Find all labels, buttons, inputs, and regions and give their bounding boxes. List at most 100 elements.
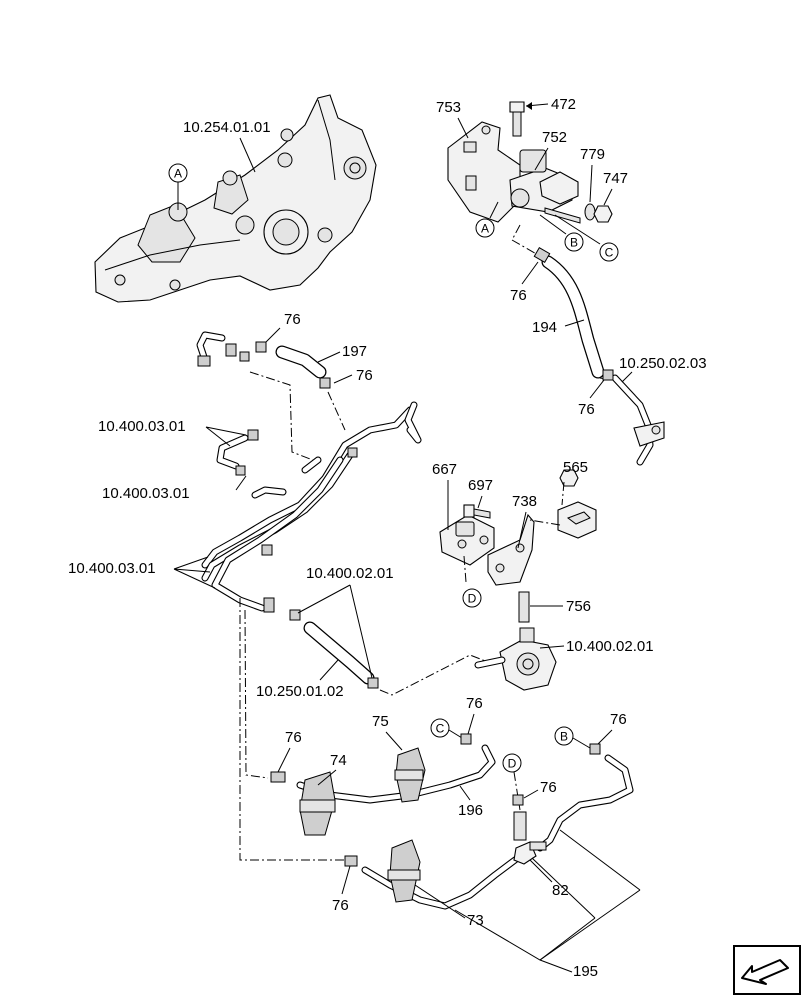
callout-d2: D xyxy=(508,757,517,771)
callout-c1-circle xyxy=(599,242,619,262)
leader-195-b xyxy=(539,889,641,961)
label-part-76-c: 76 xyxy=(284,311,301,328)
label-part-76-g: 76 xyxy=(610,711,627,728)
arrow-472 xyxy=(526,102,532,110)
callout-c2: C xyxy=(436,722,445,736)
label-part-756: 756 xyxy=(566,598,591,615)
leader-76-h xyxy=(523,789,539,799)
label-part-82: 82 xyxy=(552,882,569,899)
label-part-76-h: 76 xyxy=(540,779,557,796)
label-part-76-d: 76 xyxy=(356,367,373,384)
label-part-197: 197 xyxy=(342,343,367,360)
label-part-752: 752 xyxy=(542,129,567,146)
label-ref-10-254-01-01: 10.254.01.01 xyxy=(183,119,271,136)
label-part-76-e: 76 xyxy=(285,729,302,746)
nut-747 xyxy=(593,205,613,223)
pipe-bundle xyxy=(201,401,422,613)
clamp-76-g xyxy=(589,743,601,755)
clamp-76-e xyxy=(270,771,286,783)
leader-195-d xyxy=(531,857,596,919)
leader-75 xyxy=(385,731,403,751)
label-ref-10-400-02-01-a: 10.400.02.01 xyxy=(306,565,394,582)
label-part-565: 565 xyxy=(563,459,588,476)
label-part-196: 196 xyxy=(458,802,483,819)
callout-a2-circle xyxy=(475,218,495,238)
leader-195-c xyxy=(559,829,641,891)
plate-738 xyxy=(487,513,535,586)
callout-b1-circle xyxy=(564,232,584,252)
label-part-76-i: 76 xyxy=(332,897,349,914)
label-part-74: 74 xyxy=(330,752,347,769)
leader-76-e xyxy=(277,747,291,773)
clip-74 xyxy=(299,771,336,836)
leader-752 xyxy=(534,147,549,171)
page-arrow-icon[interactable] xyxy=(733,945,801,995)
pipe-bracket xyxy=(633,421,665,447)
bolt-697 xyxy=(463,504,491,519)
leader-76-d xyxy=(333,374,353,384)
leader-738 xyxy=(517,511,527,549)
label-part-76-f: 76 xyxy=(466,695,483,712)
leader-10-250-02-03 xyxy=(621,371,633,383)
leader-76-a xyxy=(521,261,539,285)
leader-697 xyxy=(477,495,483,509)
callout-b2-circle xyxy=(554,726,574,746)
connector-pipe xyxy=(513,811,527,841)
clamp-76-f xyxy=(460,733,472,745)
callout-c2-circle xyxy=(430,718,450,738)
label-part-738: 738 xyxy=(512,493,537,510)
clip-73 xyxy=(387,839,421,903)
leader-10-400-03-01-a xyxy=(205,426,247,447)
washer-779 xyxy=(584,203,596,221)
leader-10-400-02-01-a xyxy=(297,584,373,679)
callout-d2-circle xyxy=(502,753,522,773)
leader-82 xyxy=(529,859,553,883)
leader-callout-b1 xyxy=(539,214,567,235)
clamp-76-h xyxy=(512,794,524,806)
label-ref-10-250-01-02: 10.250.01.02 xyxy=(256,683,344,700)
label-ref-10-400-03-01-b: 10.400.03.01 xyxy=(102,485,190,502)
leader-76-i xyxy=(341,865,351,895)
leader-747 xyxy=(603,188,613,206)
leader-76-b xyxy=(589,379,605,399)
callout-a2: A xyxy=(481,222,489,236)
callout-b1: B xyxy=(570,236,578,250)
leader-196 xyxy=(459,785,471,801)
leader-10-250-01-02 xyxy=(319,659,339,681)
label-part-779: 779 xyxy=(580,146,605,163)
solenoid-valve xyxy=(509,149,581,224)
clamp-76-i xyxy=(344,855,358,867)
dash-valve-to-hose-194 xyxy=(511,224,541,257)
stud-756 xyxy=(518,591,530,623)
leader-74 xyxy=(317,769,337,786)
leader-76-f xyxy=(467,713,475,735)
label-part-76-b: 76 xyxy=(578,401,595,418)
label-part-76-a: 76 xyxy=(510,287,527,304)
label-part-667: 667 xyxy=(432,461,457,478)
callout-a1-circle xyxy=(168,163,188,183)
clip-75 xyxy=(394,747,426,803)
leader-194 xyxy=(564,319,585,327)
callout-a1: A xyxy=(174,167,182,181)
bolt-472 xyxy=(509,101,525,137)
label-part-747: 747 xyxy=(603,170,628,187)
clamp-76-b xyxy=(602,369,614,381)
label-part-472: 472 xyxy=(551,96,576,113)
clamp-565 xyxy=(557,501,597,539)
leader-779 xyxy=(589,164,593,203)
label-part-73: 73 xyxy=(467,912,484,929)
leader-197 xyxy=(317,351,341,363)
callout-c1: C xyxy=(605,246,614,260)
label-ref-10-250-02-03: 10.250.02.03 xyxy=(619,355,707,372)
clamp-76-c xyxy=(239,351,250,362)
label-ref-10-400-03-01-c: 10.400.03.01 xyxy=(68,560,156,577)
leader-callout-a2 xyxy=(489,201,499,219)
control-valve-10-400-02-01 xyxy=(474,627,557,691)
bracket-667 xyxy=(439,514,495,566)
nut-565 xyxy=(559,469,579,487)
label-ref-10-400-03-01-a: 10.400.03.01 xyxy=(98,418,186,435)
callout-d1-circle xyxy=(462,588,482,608)
tee-fitting-82 xyxy=(513,841,547,865)
